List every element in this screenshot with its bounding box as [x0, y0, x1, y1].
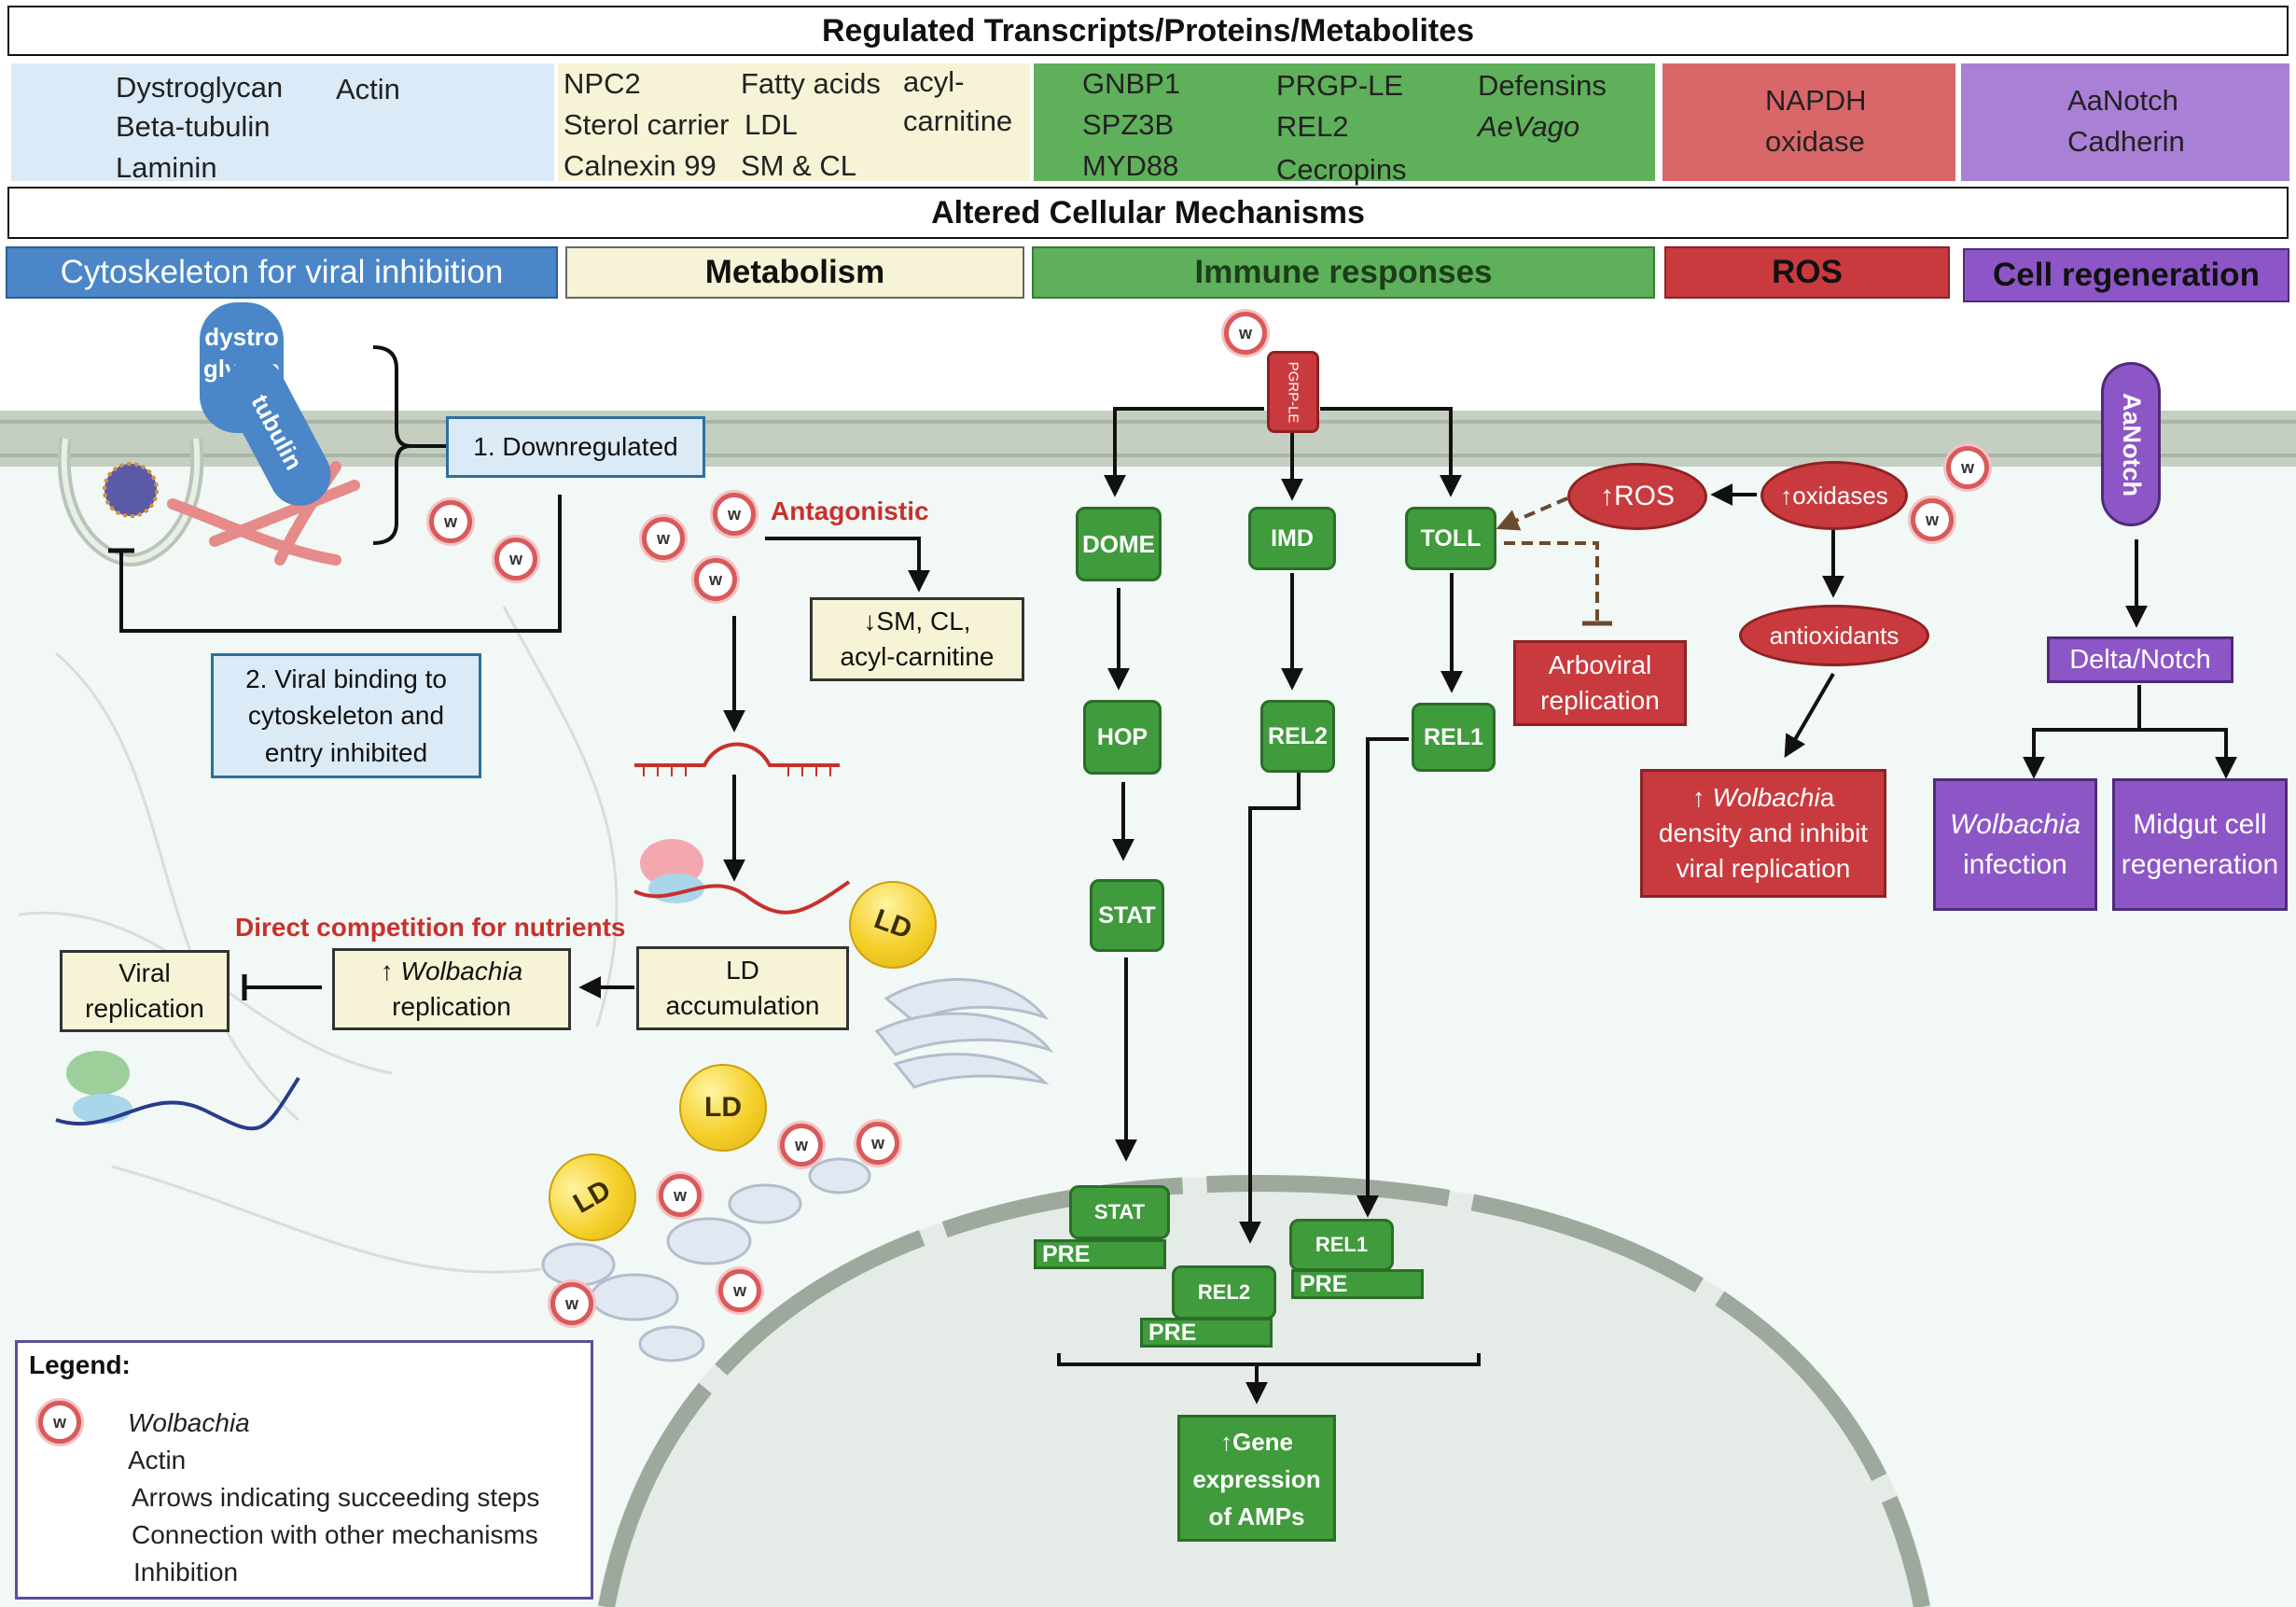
- wolbachia-density-box: ↑ Wolbachia density and inhibit viral re…: [1640, 769, 1886, 898]
- wolbachia-icon: w: [1224, 312, 1267, 355]
- midgut-regeneration-box: Midgut cell regeneration: [2112, 778, 2288, 911]
- wolbachia-icon: w: [694, 558, 737, 601]
- antagonistic-label: Antagonistic: [771, 496, 929, 525]
- legend-arrows: Arrows indicating succeeding steps: [132, 1483, 540, 1512]
- rel2-node: REL2: [1260, 700, 1335, 773]
- wolbachia-icon: w: [1946, 446, 1989, 489]
- legend-wolbachia: Wolbachia: [128, 1408, 250, 1437]
- wolbachia-replication-box: ↑ Wolbachia replication: [332, 948, 571, 1030]
- sm-cl-box: ↓SM, CL, acyl-carnitine: [810, 597, 1024, 681]
- direct-competition-label: Direct competition for nutrients: [235, 913, 626, 942]
- hop-node: HOP: [1083, 700, 1162, 775]
- transcripts-regeneration: AaNotch Cadherin: [1961, 63, 2289, 181]
- arboviral-replication-box: Arboviral replication: [1513, 640, 1687, 726]
- wolbachia-icon: w: [494, 538, 537, 580]
- rel1-node: REL1: [1412, 703, 1496, 772]
- nuclear-stat: STAT: [1069, 1185, 1170, 1239]
- virus-particle: [103, 462, 159, 518]
- viral-replication-box: Viral replication: [60, 950, 230, 1032]
- wolbachia-icon: w: [38, 1401, 81, 1444]
- regulated-header: Regulated Transcripts/Proteins/Metabolit…: [7, 6, 2289, 56]
- antioxidants-ellipse: antioxidants: [1739, 605, 1929, 666]
- imd-node: IMD: [1248, 507, 1336, 570]
- category-metabolism: Metabolism: [565, 246, 1024, 299]
- category-immune: Immune responses: [1032, 246, 1655, 299]
- lipid-droplet: LD: [679, 1064, 767, 1152]
- aanotch-receptor: AaNotch: [2101, 362, 2161, 526]
- gene-expression-box: ↑Gene expression of AMPs: [1177, 1415, 1336, 1542]
- pre-element: PRE: [1291, 1269, 1424, 1299]
- legend: Legend: w Wolbachia Actin Arrows indicat…: [15, 1340, 593, 1600]
- dome-node: DOME: [1076, 507, 1162, 581]
- wolbachia-icon: w: [642, 517, 685, 560]
- category-regeneration: Cell regeneration: [1963, 248, 2289, 302]
- nuclear-rel2: REL2: [1172, 1265, 1276, 1320]
- altered-mechanisms-header: Altered Cellular Mechanisms: [7, 187, 2289, 239]
- legend-connection: Connection with other mechanisms: [132, 1520, 538, 1549]
- pre-element: PRE: [1140, 1318, 1273, 1348]
- legend-title: Legend:: [29, 1350, 131, 1379]
- category-cytoskeleton: Cytoskeleton for viral inhibition: [6, 246, 558, 299]
- transcripts-immune: GNBP1 PRGP-LE Defensins SPZ3B REL2 AeVag…: [1034, 63, 1655, 186]
- wolbachia-icon: w: [429, 500, 472, 543]
- nuclear-rel1: REL1: [1289, 1219, 1394, 1271]
- wolbachia-icon: w: [780, 1124, 823, 1167]
- pre-element: PRE: [1034, 1239, 1166, 1269]
- ld-accumulation-box: LD accumulation: [636, 946, 849, 1030]
- wolbachia-icon: w: [856, 1122, 899, 1165]
- wolbachia-icon: w: [1911, 498, 1954, 541]
- transcripts-ros: NAPDH oxidase: [1663, 63, 1955, 181]
- legend-inhibition: Inhibition: [133, 1558, 239, 1586]
- mrna: [634, 742, 840, 767]
- delta-notch-box: Delta/Notch: [2047, 636, 2233, 683]
- wolbachia-icon: w: [659, 1174, 702, 1217]
- downregulated-box: 1. Downregulated: [446, 416, 705, 478]
- category-ros: ROS: [1664, 246, 1950, 299]
- wolbachia-infection-box: Wolbachia infection: [1933, 778, 2097, 911]
- pgrp-le-receptor: PGRP-LE: [1267, 351, 1319, 433]
- transcripts-cytoskeleton: Dystroglycan Actin Beta-tubulin Laminin: [11, 63, 554, 184]
- wolbachia-icon: w: [550, 1282, 593, 1325]
- legend-actin: Actin: [128, 1446, 187, 1474]
- wolbachia-icon: w: [718, 1269, 761, 1312]
- viral-binding-box: 2. Viral binding to cytoskeleton and ent…: [211, 653, 481, 778]
- stat-node: STAT: [1090, 879, 1164, 952]
- ros-ellipse: ↑ROS: [1567, 463, 1707, 530]
- transcripts-metabolism: NPC2 Fatty acids acyl- Sterol carrier LD…: [558, 63, 1030, 182]
- toll-node: TOLL: [1405, 507, 1496, 570]
- oxidases-ellipse: ↑oxidases: [1760, 461, 1908, 530]
- wolbachia-icon: w: [713, 493, 756, 536]
